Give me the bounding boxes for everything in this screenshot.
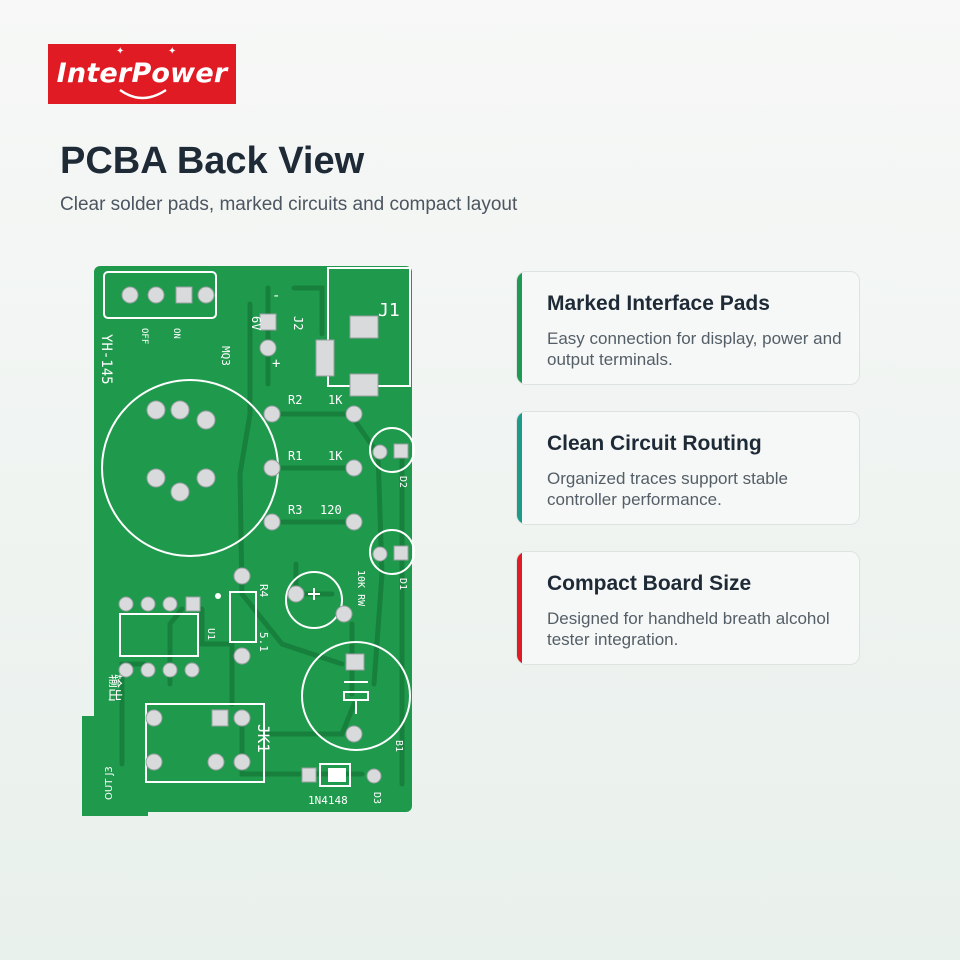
logo-swoosh-graphic: ✦ ✦ <box>116 46 176 100</box>
pcb-labels: YH-145 OFF ON MQ3 J1 J2 6V - + R2 1K R1 … <box>98 288 408 807</box>
label-6v: 6V <box>249 316 263 330</box>
label-r1-value: 1K <box>328 449 343 463</box>
page-subtitle: Clear solder pads, marked circuits and c… <box>60 194 518 215</box>
label-d1: D1 <box>397 578 408 590</box>
label-r1: R1 <box>288 449 302 463</box>
feature-card-interface-pads: Marked Interface Pads Easy connection fo… <box>516 271 860 385</box>
feature-description: Organized traces support stable controll… <box>547 469 788 509</box>
brand-logo: ✦ ✦ InterPower <box>48 44 236 104</box>
label-d2: D2 <box>397 476 408 488</box>
label-model: YH-145 <box>98 334 114 385</box>
brand-name: InterPower <box>56 58 228 89</box>
label-r2-value: 1K <box>328 393 343 407</box>
label-jk1: JK1 <box>254 724 273 753</box>
label-r3: R3 <box>288 503 302 517</box>
label-r4: R4 <box>257 584 270 598</box>
feature-title: Clean Circuit Routing <box>547 432 762 455</box>
label-u1: U1 <box>205 628 216 640</box>
svg-text:✦: ✦ <box>116 46 124 57</box>
label-diode: 1N4148 <box>308 794 348 807</box>
pcb-pads <box>118 286 409 784</box>
page-title: PCBA Back View <box>60 140 365 182</box>
feature-accent-bar <box>517 552 522 664</box>
feature-description: Easy connection for display, power and o… <box>547 329 842 369</box>
pcb-traces <box>119 285 405 787</box>
feature-card-board-size: Compact Board Size Designed for handheld… <box>516 551 860 665</box>
pcb-silkscreen <box>101 267 415 787</box>
label-d3: D3 <box>371 792 382 804</box>
pcb-board-graphic: YH-145 OFF ON MQ3 J1 J2 6V - + R2 1K R1 … <box>82 266 415 816</box>
feature-card-circuit-routing: Clean Circuit Routing Organized traces s… <box>516 411 860 525</box>
feature-accent-bar <box>517 272 522 384</box>
label-output: 输出 <box>106 674 122 702</box>
label-out-j3: OUT J3 <box>104 766 115 800</box>
label-r2: R2 <box>288 393 302 407</box>
label-j2: J2 <box>291 316 305 330</box>
feature-accent-bar <box>517 412 522 524</box>
label-plus: + <box>272 356 280 372</box>
feature-description: Designed for handheld breath alcohol tes… <box>547 609 830 649</box>
label-on: ON <box>171 328 181 339</box>
svg-text:✦: ✦ <box>168 46 176 57</box>
pcb-capacitor-symbols <box>308 588 369 714</box>
label-j1: J1 <box>378 300 400 321</box>
label-r3-value: 120 <box>320 503 342 517</box>
label-rw: 10K RW <box>355 570 366 607</box>
feature-title: Marked Interface Pads <box>547 292 770 315</box>
label-sensor: MQ3 <box>219 346 232 366</box>
pcb-diode-band <box>328 768 346 782</box>
pcb-image: YH-145 OFF ON MQ3 J1 J2 6V - + R2 1K R1 … <box>82 264 422 820</box>
feature-title: Compact Board Size <box>547 572 752 595</box>
label-b1: B1 <box>393 740 404 752</box>
label-r4-value: 5.1 <box>257 632 270 652</box>
pcb-pin1-dot <box>215 593 221 599</box>
label-off: OFF <box>139 328 149 344</box>
label-minus: - <box>272 288 280 304</box>
pcb-out-tab <box>82 716 148 816</box>
